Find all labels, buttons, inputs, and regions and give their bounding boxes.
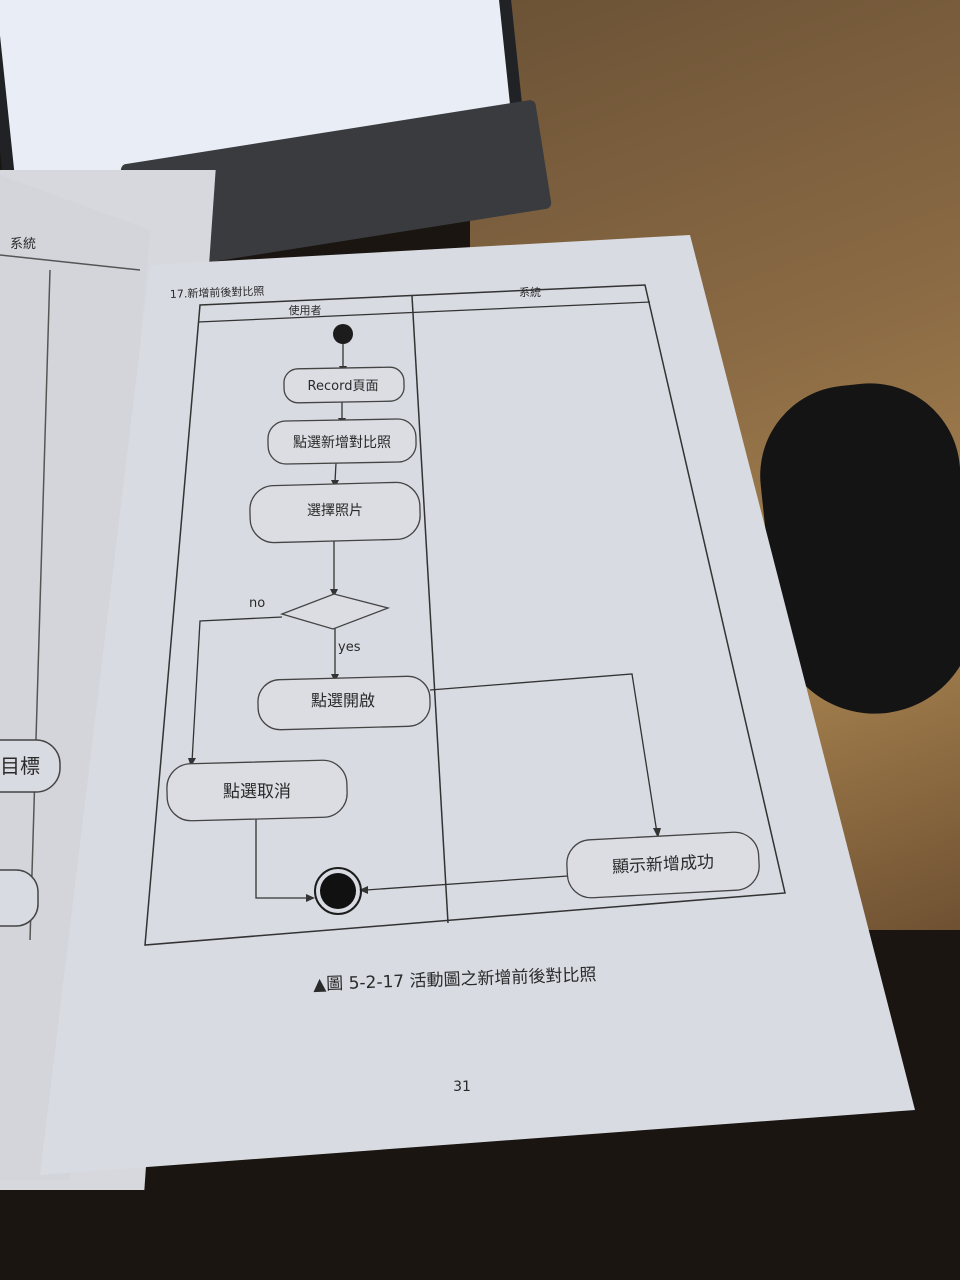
node-click-cancel (166, 759, 348, 822)
node-choose-photo-label: 選擇照片 (307, 503, 363, 519)
node-show-success (566, 831, 760, 899)
flow-lines (191, 344, 658, 899)
guard-no: no (249, 596, 265, 611)
left-page-node-label: 目標 (0, 754, 40, 778)
lane-divider (411, 295, 449, 924)
left-page-lane-border (29, 269, 51, 941)
node-click-add (267, 418, 417, 465)
end-node (320, 873, 356, 909)
decision-node (279, 593, 391, 630)
node-click-cancel-label: 點選取消 (223, 782, 291, 802)
lane-header-line (197, 301, 651, 323)
guard-yes: yes (338, 640, 361, 655)
node-click-open (257, 675, 431, 731)
left-page-surface (0, 175, 150, 1180)
lane-user-title: 使用者 (289, 304, 322, 317)
swimlane-frame (144, 284, 786, 946)
node-click-open-label: 點選開啟 (311, 691, 375, 710)
left-page-header: 系統 (10, 237, 36, 252)
node-record-page-label: Record頁面 (308, 379, 379, 394)
lane-system-title: 系統 (519, 285, 541, 299)
left-page-lane-line (0, 254, 141, 271)
page-number: 31 (453, 1079, 471, 1095)
node-choose-photo (249, 481, 421, 544)
node-record-page (283, 366, 405, 404)
left-page-node (0, 739, 61, 793)
start-node (333, 324, 353, 344)
left-page-node-2 (0, 869, 39, 927)
main-page (40, 235, 915, 1175)
node-click-add-label: 點選新增對比照 (293, 435, 391, 451)
end-node-ring (314, 867, 362, 915)
section-label: 17.新增前後對比照 (170, 284, 265, 301)
